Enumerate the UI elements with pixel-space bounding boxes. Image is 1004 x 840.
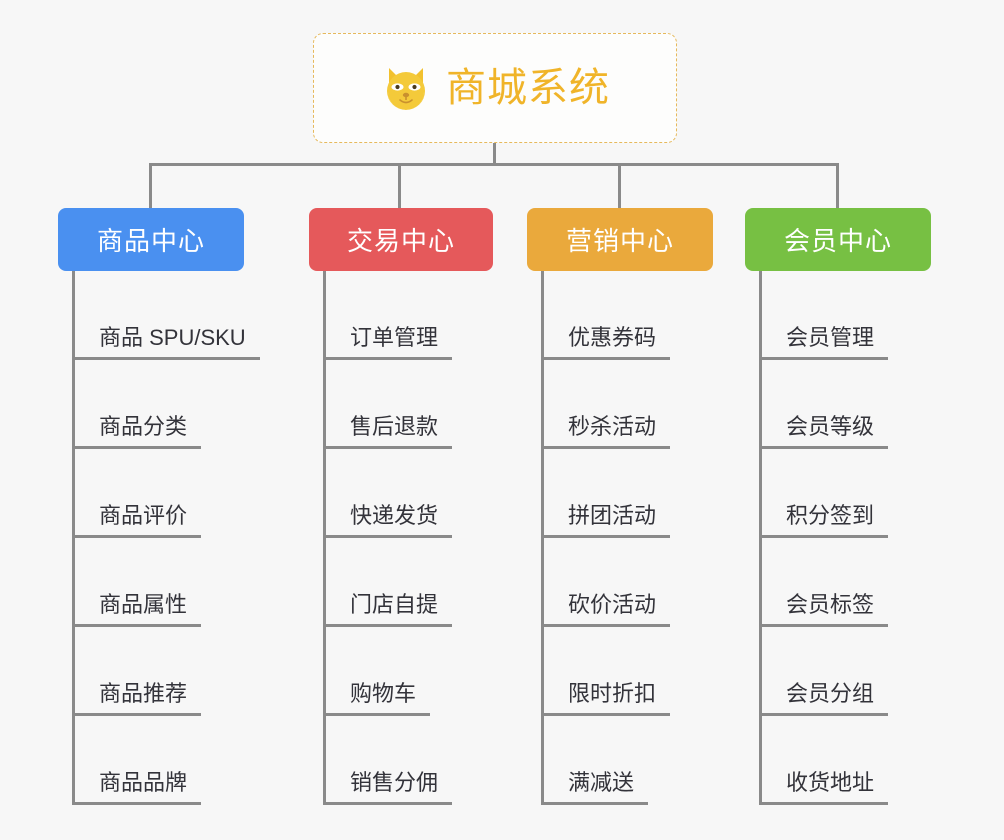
connector-root-stem	[493, 143, 496, 165]
list-item[interactable]: 积分签到	[759, 449, 889, 538]
leaf-label: 商品评价	[72, 502, 202, 538]
leaf-label: 商品推荐	[72, 680, 202, 716]
list-item[interactable]: 限时折扣	[541, 627, 671, 716]
list-item[interactable]: 商品分类	[72, 360, 260, 449]
shiba-inu-icon	[380, 62, 432, 114]
list-item[interactable]: 商品评价	[72, 449, 260, 538]
leaf-label: 会员分组	[759, 680, 889, 716]
list-item[interactable]: 商品属性	[72, 538, 260, 627]
branch-column-product: 商品 SPU/SKU 商品分类 商品评价 商品属性 商品推荐 商品品牌	[72, 271, 260, 805]
branch-spine	[323, 271, 326, 805]
connector-drop-4	[836, 163, 839, 208]
branch-column-trade: 订单管理 售后退款 快递发货 门店自提 购物车 销售分佣	[323, 271, 453, 805]
leaf-label: 会员管理	[759, 324, 889, 360]
leaf-label: 商品分类	[72, 413, 202, 449]
list-item[interactable]: 优惠券码	[541, 271, 671, 360]
list-item[interactable]: 商品推荐	[72, 627, 260, 716]
leaf-label: 订单管理	[323, 324, 453, 360]
list-item[interactable]: 会员管理	[759, 271, 889, 360]
leaf-label: 拼团活动	[541, 502, 671, 538]
category-label: 会员中心	[783, 226, 892, 256]
leaf-label: 砍价活动	[541, 591, 671, 627]
leaf-label: 积分签到	[759, 502, 889, 538]
list-item[interactable]: 商品品牌	[72, 716, 260, 805]
leaf-label: 优惠券码	[541, 324, 671, 360]
leaf-label: 购物车	[323, 680, 431, 716]
list-item[interactable]: 满减送	[541, 716, 670, 805]
leaf-label: 门店自提	[323, 591, 453, 627]
list-item[interactable]: 会员标签	[759, 538, 889, 627]
root-node[interactable]: 商城系统	[313, 33, 677, 143]
leaf-label: 售后退款	[323, 413, 453, 449]
list-item[interactable]: 秒杀活动	[541, 360, 671, 449]
list-item[interactable]: 购物车	[323, 627, 452, 716]
branch-column-marketing: 优惠券码 秒杀活动 拼团活动 砍价活动 限时折扣 满减送	[541, 271, 671, 805]
list-item[interactable]: 门店自提	[323, 538, 453, 627]
branch-spine	[541, 271, 544, 805]
leaf-label: 销售分佣	[323, 769, 453, 805]
list-item[interactable]: 售后退款	[323, 360, 453, 449]
leaf-label: 商品 SPU/SKU	[72, 324, 260, 360]
branch-spine	[72, 271, 75, 805]
leaf-label: 商品属性	[72, 591, 202, 627]
category-header-member[interactable]: 会员中心	[745, 208, 931, 271]
connector-horizontal-bus	[149, 163, 836, 166]
list-item[interactable]: 订单管理	[323, 271, 453, 360]
list-item[interactable]: 销售分佣	[323, 716, 453, 805]
list-item[interactable]: 会员分组	[759, 627, 889, 716]
list-item[interactable]: 收货地址	[759, 716, 889, 805]
list-item[interactable]: 商品 SPU/SKU	[72, 271, 260, 360]
category-header-trade[interactable]: 交易中心	[309, 208, 493, 271]
connector-drop-3	[618, 163, 621, 208]
leaf-label: 收货地址	[759, 769, 889, 805]
list-item[interactable]: 会员等级	[759, 360, 889, 449]
connector-drop-1	[149, 163, 152, 208]
root-title: 商城系统	[446, 66, 610, 110]
category-header-marketing[interactable]: 营销中心	[527, 208, 713, 271]
category-label: 商品中心	[96, 226, 205, 256]
list-item[interactable]: 砍价活动	[541, 538, 671, 627]
branch-column-member: 会员管理 会员等级 积分签到 会员标签 会员分组 收货地址	[759, 271, 889, 805]
leaf-label: 秒杀活动	[541, 413, 671, 449]
branch-spine	[759, 271, 762, 805]
leaf-label: 满减送	[541, 769, 649, 805]
list-item[interactable]: 快递发货	[323, 449, 453, 538]
connector-drop-2	[398, 163, 401, 208]
category-label: 营销中心	[565, 226, 674, 256]
leaf-label: 会员标签	[759, 591, 889, 627]
category-header-product[interactable]: 商品中心	[58, 208, 244, 271]
leaf-label: 会员等级	[759, 413, 889, 449]
leaf-label: 限时折扣	[541, 680, 671, 716]
leaf-label: 商品品牌	[72, 769, 202, 805]
list-item[interactable]: 拼团活动	[541, 449, 671, 538]
leaf-label: 快递发货	[323, 502, 453, 538]
category-label: 交易中心	[346, 226, 455, 256]
